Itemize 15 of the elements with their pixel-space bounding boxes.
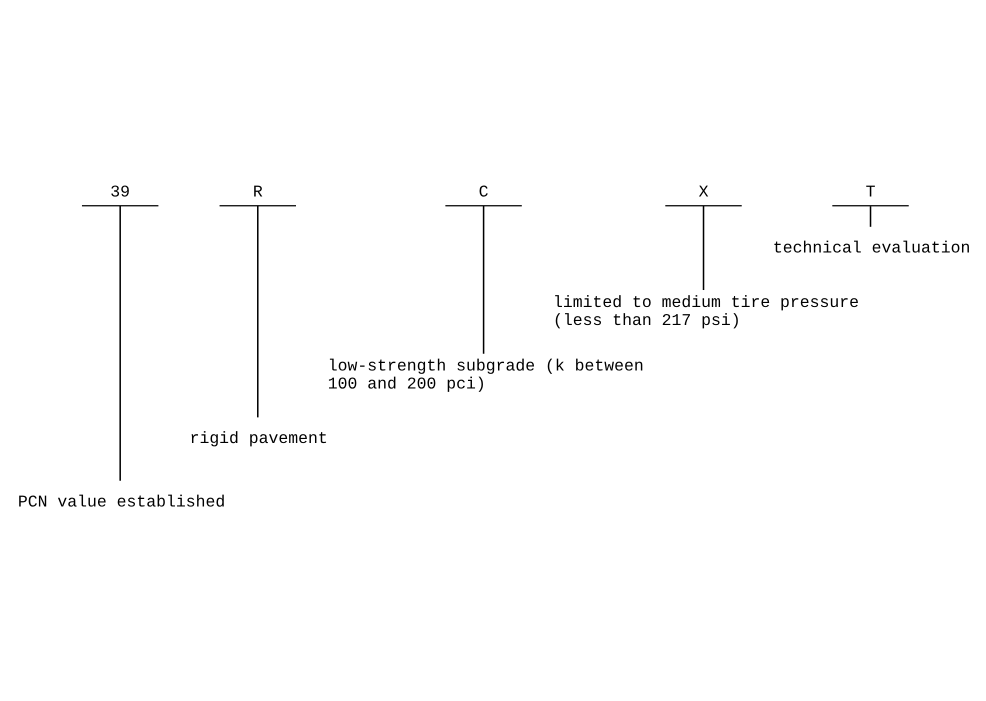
node-text: low-strength subgrade (k between 100 and 200 pci)	[328, 356, 644, 393]
connector	[702, 205, 704, 290]
node-text: limited to medium tire pressure (less than 217 psi)	[552, 292, 860, 330]
node-text: technical evaluation	[772, 238, 970, 257]
connector	[119, 205, 121, 480]
node-text: PCN value established	[18, 492, 226, 511]
node-text: 39	[110, 182, 130, 202]
node-text: rigid pavement	[190, 428, 328, 448]
connector	[870, 206, 872, 226]
connector	[257, 205, 259, 417]
node-text: T	[866, 182, 876, 202]
connector	[482, 205, 484, 354]
node-text: R	[252, 182, 263, 202]
node-text: X	[698, 182, 708, 202]
node-text: C	[478, 182, 489, 202]
